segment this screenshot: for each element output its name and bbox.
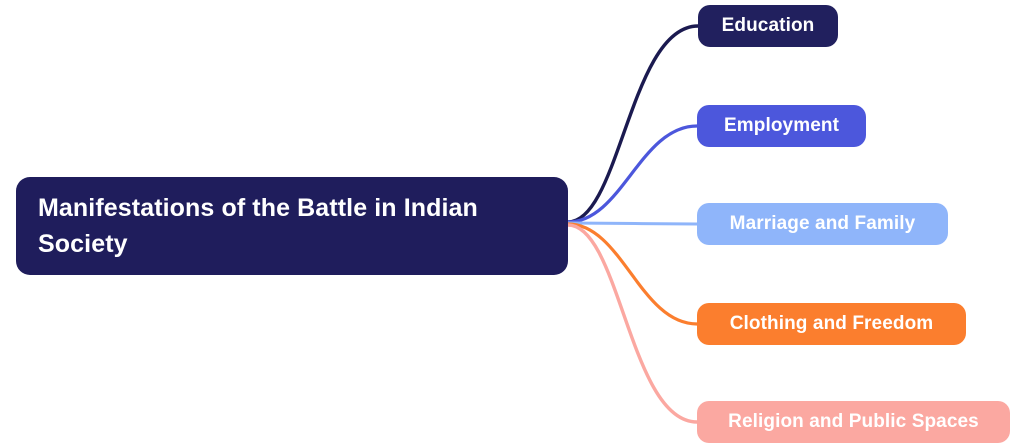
connector-line-clothing-and-freedom: [566, 222, 699, 326]
branch-node-religion-and-public-spaces[interactable]: Religion and Public Spaces: [697, 401, 1010, 443]
branch-node-label: Education: [721, 15, 815, 36]
connector-line-marriage-and-family: [566, 221, 699, 226]
branch-node-label: Marriage and Family: [729, 213, 916, 234]
connector-line-religion-and-public-spaces: [566, 223, 699, 424]
branch-node-label: Clothing and Freedom: [729, 313, 934, 334]
branch-node-education[interactable]: Education: [698, 5, 838, 47]
root-node[interactable]: Manifestations of the Battle in Indian S…: [16, 177, 568, 275]
branch-node-marriage-and-family[interactable]: Marriage and Family: [697, 203, 948, 245]
branch-node-clothing-and-freedom[interactable]: Clothing and Freedom: [697, 303, 966, 345]
branch-node-employment[interactable]: Employment: [697, 105, 866, 147]
branch-node-label: Employment: [723, 115, 840, 136]
root-node-label: Manifestations of the Battle in Indian S…: [38, 193, 478, 258]
connector-line-employment: [566, 124, 699, 224]
connector-line-education: [566, 24, 700, 224]
branch-node-label: Religion and Public Spaces: [728, 411, 979, 432]
